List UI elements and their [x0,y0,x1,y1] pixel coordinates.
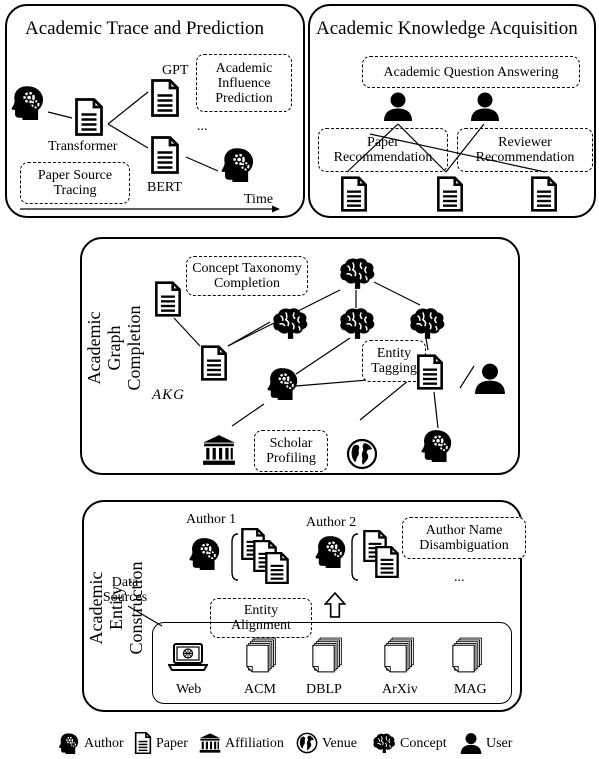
legend-user-icon [460,732,482,754]
source-web: Web [176,682,202,697]
source-arxiv: ArXiv [382,682,418,697]
stack-icon-dblp [312,636,344,674]
legend-concept-label: Concept [400,736,447,751]
data-sources-box [152,622,512,704]
stack-icon-arxiv [384,636,416,674]
panel-title-knowledge: Academic Knowledge Acquisition [316,18,578,39]
box-concept-taxonomy: Concept Taxonomy Completion [186,256,308,296]
stack-icon-mag [452,636,484,674]
label-data-sources: Data Sources [102,575,148,605]
label-author2: Author 2 [306,515,357,530]
legend: Author Paper Affiliation Venue Concept U… [0,730,599,754]
box-entity-alignment: Entity Alignment [210,598,312,638]
legend-concept-icon [372,732,396,754]
box-name-disambiguation: Author Name Disambiguation [402,517,526,559]
laptop-icon [168,642,208,672]
label-gpt: GPT [162,63,189,78]
legend-affiliation-label: Affiliation [225,736,284,751]
box-question-answering: Academic Question Answering [362,56,580,88]
legend-venue-icon [296,732,318,754]
legend-venue-label: Venue [322,736,357,751]
box-scholar-profiling: Scholar Profiling [254,430,328,472]
label-akg: AKG [152,387,185,403]
arrow-up-icon [324,592,346,618]
panel-title-trace: Academic Trace and Prediction [25,18,265,39]
legend-author-icon [58,732,80,754]
box-influence-prediction: Academic Influence Prediction [196,54,292,112]
box-source-tracing: Paper Source Tracing [20,162,130,204]
label-transformer: Transformer [48,139,118,154]
source-acm: ACM [244,682,276,697]
ellipsis-construction: ... [454,570,465,585]
box-reviewer-recommendation: Reviewer Recommendation [457,128,593,172]
label-bert: BERT [147,180,182,195]
ellipsis-trace: ... [197,119,208,134]
box-paper-recommendation: Paper Recommendation [318,128,448,172]
legend-affiliation-icon [199,732,221,754]
stack-icon-acm [246,636,278,674]
label-time: Time [244,192,274,207]
source-dblp: DBLP [306,682,342,697]
source-mag: MAG [454,682,487,697]
legend-paper-label: Paper [156,736,188,751]
legend-paper-icon [134,732,152,754]
legend-user-label: User [486,736,513,751]
label-author1: Author 1 [186,512,237,527]
legend-author-label: Author [84,736,124,751]
